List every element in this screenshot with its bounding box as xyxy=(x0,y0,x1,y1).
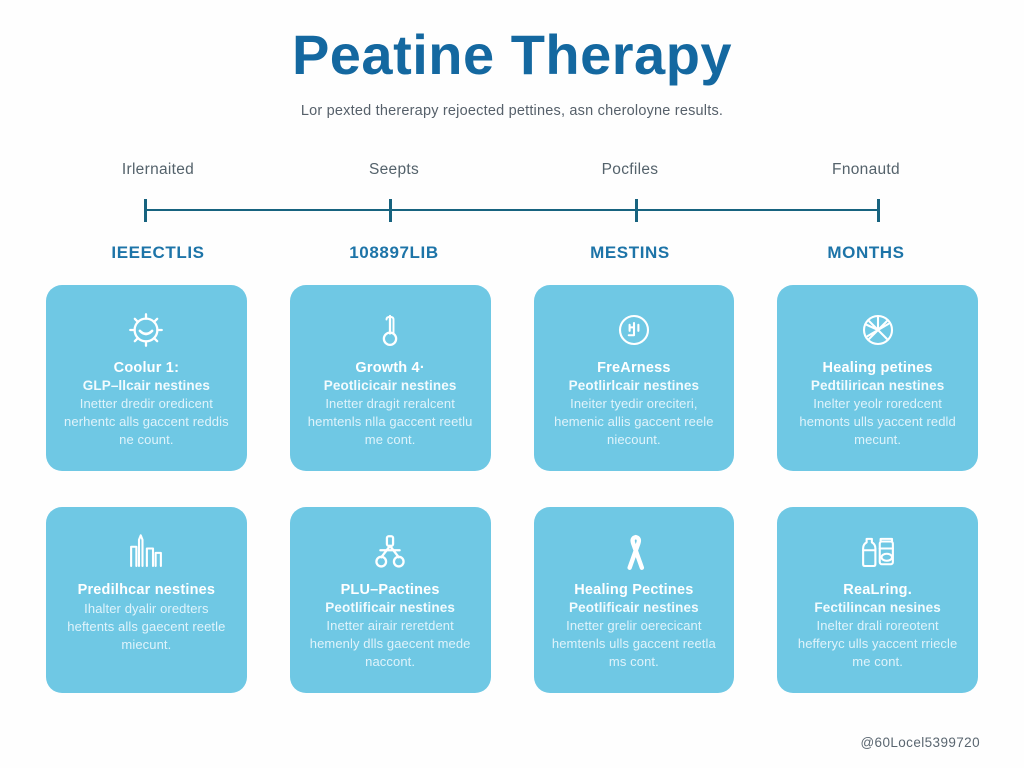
timeline-tick-2 xyxy=(389,198,393,222)
timeline-stage-label-1: IEEECTLIS xyxy=(40,225,276,263)
info-card[interactable]: FreArness Peotlirlcair nestines Ineiter … xyxy=(533,284,735,471)
timeline-bottom-label: MESTINS xyxy=(590,242,670,262)
timeline-top-label: Pocfiles xyxy=(601,160,659,178)
card-subtitle: Peotlificair nestines xyxy=(325,599,455,615)
card-body: Inetter dragit reralcent hemtenls nlla g… xyxy=(307,396,473,448)
card-title: FreArness xyxy=(597,359,671,376)
card-subtitle: Fectilincan nesines xyxy=(814,599,941,615)
card-title: Healing petines xyxy=(822,359,933,376)
card-subtitle: Peotlicicair nestines xyxy=(323,377,457,393)
card-title: ReaLring. xyxy=(843,581,912,598)
card-body: Inelter yeolr roredcent hemonts ulls yac… xyxy=(799,396,956,448)
timeline-top-label: Fnonautd xyxy=(832,160,900,178)
card-title: Predilhcar nestines xyxy=(77,581,216,598)
timeline-top-labels: Irlernaited Seepts Pocfiles Fnonautd xyxy=(40,161,984,195)
bottle-pills-icon xyxy=(855,529,901,575)
card-grid: Coolur 1: GLP–llcair nestines Inetter dr… xyxy=(0,284,1024,693)
card-body: Inelter drali roreotent hefferyc ulls ya… xyxy=(797,618,958,670)
globe-icon xyxy=(855,307,901,353)
card-body: Ineiter tyedir oreciteri, hemenic allis … xyxy=(554,396,714,448)
gear-sun-icon xyxy=(123,307,169,353)
info-card[interactable]: Coolur 1: GLP–llcair nestines Inetter dr… xyxy=(46,284,247,471)
timeline-bottom-label: IEEECTLIS xyxy=(111,242,205,262)
info-card[interactable]: PLU–Pactines Peotlificair nestines Inett… xyxy=(289,506,491,693)
card-title: Healing Pectines xyxy=(574,581,694,598)
timeline-tick-4 xyxy=(877,198,880,222)
card-body: Inetter airair reretdent hemenly dlls ga… xyxy=(309,618,471,670)
info-card[interactable]: Predilhcar nestines Ihalter dyalir oredt… xyxy=(46,506,247,693)
card-subtitle: Peotlirlcair nestines xyxy=(568,377,700,393)
timeline-line xyxy=(144,208,880,212)
info-card[interactable]: Growth 4· Peotlicicair nestines Inetter … xyxy=(289,284,491,471)
page-title: Peatine Therapy xyxy=(291,23,733,86)
timeline-tick-1 xyxy=(144,198,147,222)
timeline-stage-3: Pocfiles xyxy=(512,161,748,195)
timeline-bottom-label: 108897LIB xyxy=(349,242,439,262)
card-subtitle: Pedtilirican nestines xyxy=(810,377,945,393)
timeline-stage-label-3: MESTINS xyxy=(512,225,748,263)
ribbon-icon xyxy=(611,529,657,575)
card-subtitle: GLP–llcair nestines xyxy=(82,377,210,393)
header: Peatine Therapy Lor pexted thererapy rej… xyxy=(0,0,1024,119)
info-card[interactable]: Healing Pectines Peotlificair nestines I… xyxy=(533,506,735,693)
city-skyline-icon xyxy=(123,529,169,575)
timeline-axis xyxy=(144,195,880,225)
timeline-stage-2: Seepts xyxy=(276,161,512,195)
timeline-stage-label-4: MONTHS xyxy=(748,225,984,263)
card-title: Growth 4· xyxy=(355,359,425,376)
page-subtitle: Lor pexted thererapy rejoected pettines,… xyxy=(300,102,724,119)
scissors-icon xyxy=(367,529,413,575)
card-body: Ihalter dyalir oredters heftents alls ga… xyxy=(67,600,226,652)
info-card[interactable]: Healing petines Pedtilirican nestines In… xyxy=(777,284,978,471)
info-card[interactable]: ReaLring. Fectilincan nesines Inelter dr… xyxy=(777,506,978,693)
timeline-top-label: Seepts xyxy=(368,160,420,178)
timeline-stage-1: Irlernaited xyxy=(40,161,276,195)
card-body: Inetter grelir oerecicant hemtenls ulls … xyxy=(551,618,716,670)
card-title: PLU–Pactines xyxy=(340,581,440,598)
timeline-stage-4: Fnonautd xyxy=(748,161,984,195)
timeline-bottom-labels: IEEECTLIS 108897LIB MESTINS MONTHS xyxy=(40,225,984,263)
watermark: @60Locel5399720 xyxy=(860,735,980,750)
timeline-stage-label-2: 108897LIB xyxy=(276,225,512,263)
card-body: Inetter dredir oredicent nerhentc alls g… xyxy=(64,396,229,448)
timeline-top-label: Irlernaited xyxy=(121,160,195,178)
timeline-tick-3 xyxy=(634,198,638,222)
thermometer-icon xyxy=(367,307,413,353)
card-title: Coolur 1: xyxy=(113,359,180,376)
clock-dial-icon xyxy=(611,307,657,353)
timeline: Irlernaited Seepts Pocfiles Fnonautd IEE… xyxy=(0,161,1024,263)
card-subtitle: Peotlificair nestines xyxy=(569,599,699,615)
timeline-bottom-label: MONTHS xyxy=(827,242,905,262)
